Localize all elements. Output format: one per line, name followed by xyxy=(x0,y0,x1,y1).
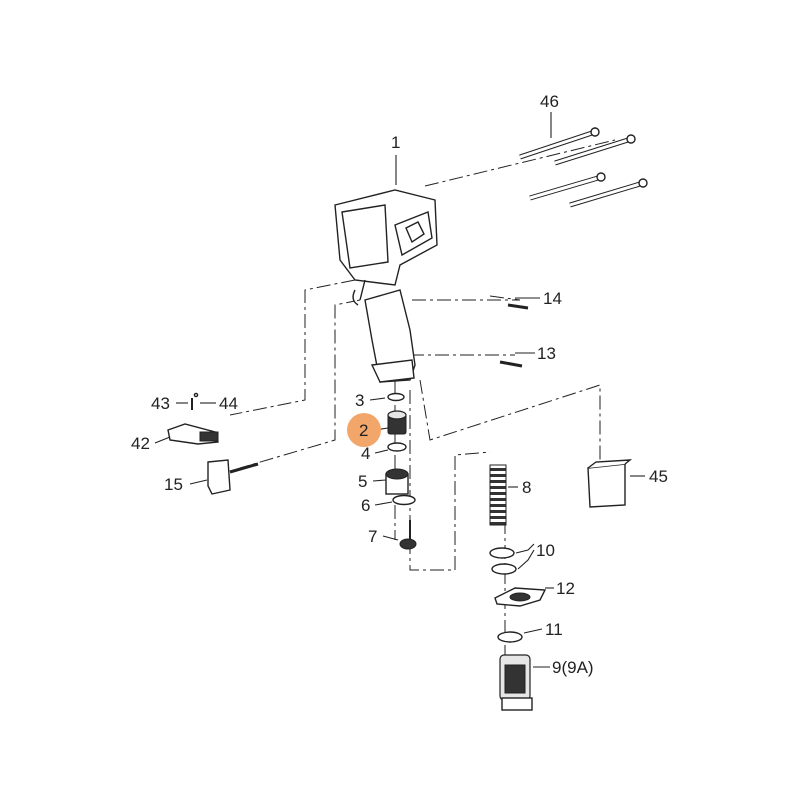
callout-1[interactable]: 1 xyxy=(391,133,400,152)
callout-2[interactable]: 2 xyxy=(359,421,368,440)
callout-4[interactable]: 4 xyxy=(361,444,370,463)
callout-8[interactable]: 8 xyxy=(522,478,531,497)
leader-lines xyxy=(154,112,645,668)
right-stack xyxy=(489,464,547,711)
callout-3[interactable]: 3 xyxy=(355,391,364,410)
callout-44[interactable]: 44 xyxy=(219,394,238,413)
callout-14[interactable]: 14 xyxy=(543,289,562,308)
part-45-block xyxy=(587,459,633,508)
callout-6[interactable]: 6 xyxy=(361,496,370,515)
callout-42[interactable]: 42 xyxy=(131,434,150,453)
callout-15[interactable]: 15 xyxy=(164,475,183,494)
callout-labels[interactable]: 46 1 14 13 3 43 44 2 42 4 8 45 5 15 6 7 … xyxy=(131,92,668,677)
part-46-bolts xyxy=(519,127,648,208)
callout-5[interactable]: 5 xyxy=(358,472,367,491)
callout-13[interactable]: 13 xyxy=(537,344,556,363)
callout-12[interactable]: 12 xyxy=(556,579,575,598)
callout-43[interactable]: 43 xyxy=(151,394,170,413)
callout-46[interactable]: 46 xyxy=(540,92,559,111)
callout-45[interactable]: 45 xyxy=(649,467,668,486)
pins xyxy=(499,303,529,368)
callout-9-9a[interactable]: 9(9A) xyxy=(552,658,594,677)
part-1-housing xyxy=(334,155,438,383)
trigger-parts xyxy=(167,392,259,495)
assembly-lines xyxy=(229,139,616,700)
valve-stack xyxy=(385,392,417,550)
highlight-marker xyxy=(347,413,381,447)
callout-11[interactable]: 11 xyxy=(545,620,563,639)
callout-7[interactable]: 7 xyxy=(368,527,377,546)
callout-10[interactable]: 10 xyxy=(536,541,555,560)
